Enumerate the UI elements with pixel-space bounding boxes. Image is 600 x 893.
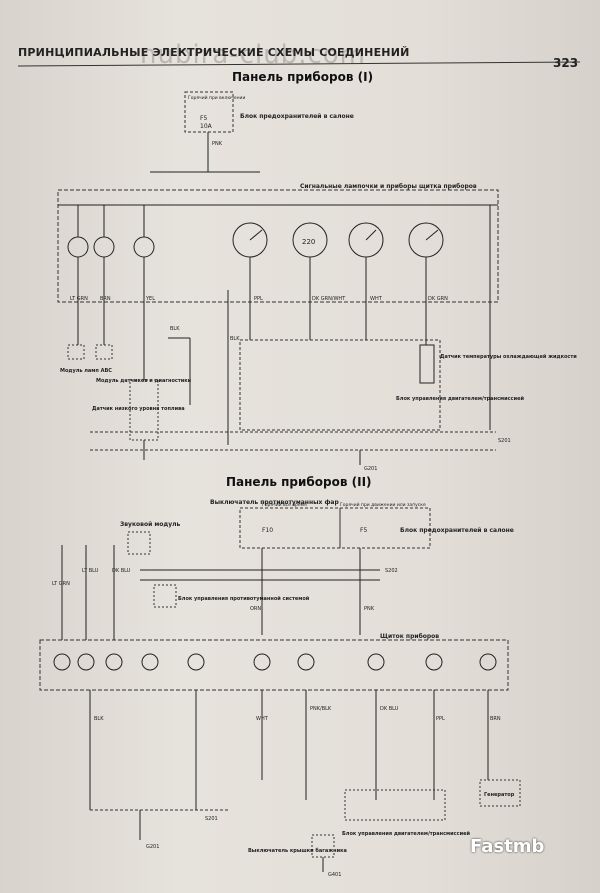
p1-gauge-tach: [348, 222, 384, 258]
p2-switch-fog: Выключатель противотуманных фар: [210, 499, 339, 506]
svg-text:WHT: WHT: [370, 296, 383, 302]
svg-text:LT GRN: LT GRN: [70, 296, 88, 302]
p1-gauge-speed: 220: [292, 222, 328, 258]
svg-text:LT BLU: LT BLU: [82, 568, 99, 574]
p1-fuse-amp: 10A: [200, 123, 213, 130]
svg-text:BLK: BLK: [230, 336, 240, 342]
p1-module-fuel-sensor: Датчик низкого уровня топлива: [92, 406, 185, 412]
p1-module-ecm: Блок управления двигателем/трансмиссией: [396, 395, 524, 402]
panel1-title: Панель приборов (I): [232, 70, 374, 84]
svg-text:G201: G201: [364, 466, 377, 472]
p2-fuse-right: F5: [360, 527, 367, 534]
p2-fuse-block: Блок предохранителей в салоне: [400, 527, 514, 534]
p1-fuse: F5: [200, 115, 207, 122]
svg-text:S201: S201: [498, 438, 511, 444]
p2-horn: Звуковой модуль: [120, 521, 181, 528]
p1-fuse-block: Блок предохранителей в салоне: [240, 113, 354, 120]
svg-text:LT GRN: LT GRN: [52, 581, 70, 587]
svg-text:G401: G401: [328, 872, 341, 878]
p2-generator: Генератор: [484, 792, 515, 798]
svg-text:WHT: WHT: [256, 716, 269, 722]
svg-text:DK GRN/WHT: DK GRN/WHT: [312, 296, 346, 302]
section-header: ПРИНЦИПИАЛЬНЫЕ ЭЛЕКТРИЧЕСКИЕ СХЕМЫ СОЕДИ…: [18, 46, 410, 59]
svg-text:PNK: PNK: [212, 141, 223, 147]
svg-text:220: 220: [302, 238, 315, 246]
page-number: 323: [553, 56, 579, 70]
brand-watermark: Fastmb: [470, 836, 545, 857]
p1-module-abs: Модуль ламп ABC: [60, 368, 112, 374]
svg-text:BLK: BLK: [94, 716, 104, 722]
svg-text:PPL: PPL: [436, 716, 445, 722]
p1-lamp-airbag: [93, 205, 115, 300]
p1-module-temp-sensor: Датчик температуры охлаждающей жидкости: [440, 353, 577, 360]
p1-lamp-fuel: [133, 205, 155, 300]
svg-text:ORN: ORN: [250, 606, 261, 612]
svg-text:DK BLU: DK BLU: [380, 706, 399, 712]
p2-ecm: Блок управления двигателем/трансмиссией: [342, 830, 470, 837]
svg-text:BRN: BRN: [490, 716, 501, 722]
p2-fuse-left: F10: [262, 527, 273, 534]
svg-text:BLK: BLK: [170, 326, 180, 332]
svg-text:PNK/BLK: PNK/BLK: [310, 706, 332, 712]
panel2-title: Панель приборов (II): [226, 475, 372, 489]
svg-text:PNK: PNK: [364, 606, 375, 612]
p2-fuse-hdr-right: Горячий при движении или запуске: [340, 501, 426, 508]
svg-text:DK BLU: DK BLU: [112, 568, 131, 574]
p2-fuse-hdr-left: Горячий все время: [262, 501, 307, 508]
p2-module-fog: Блок управления противотуманной системой: [178, 595, 310, 602]
svg-text:BRN: BRN: [100, 296, 111, 302]
p1-fuse-header: Горячий при включении: [188, 94, 245, 101]
svg-text:G201: G201: [146, 844, 159, 850]
svg-text:S202: S202: [385, 568, 398, 574]
svg-text:S201: S201: [205, 816, 218, 822]
svg-text:YEL: YEL: [145, 296, 155, 302]
p2-cluster: Щиток приборов: [380, 633, 439, 640]
p2-trunk-switch: Выключатель крышки багажника: [248, 847, 347, 854]
svg-text:DK GRN: DK GRN: [428, 296, 448, 302]
p1-lamps-title: Сигнальные лампочки и приборы щитка приб…: [300, 183, 477, 190]
svg-text:PPL: PPL: [254, 296, 263, 302]
p1-module-diag: Модуль датчиков и диагностики: [96, 378, 192, 384]
p1-gauge-temp: [408, 222, 444, 258]
p2-lamp-row: [53, 653, 497, 671]
p1-lamp-abs: [67, 205, 89, 300]
p1-gauge-fuel: [232, 222, 268, 258]
